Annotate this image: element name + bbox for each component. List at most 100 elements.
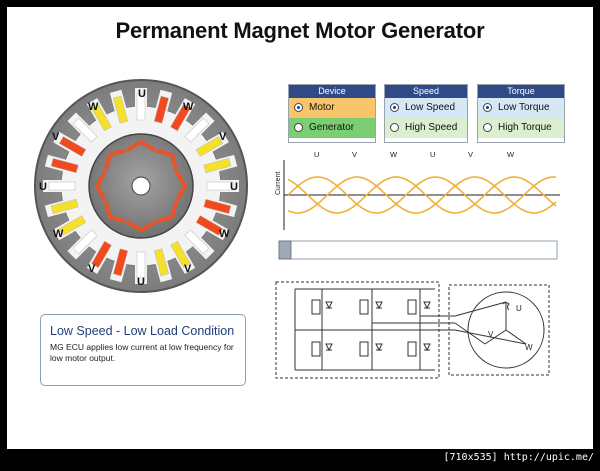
speed-panel-header: Speed <box>385 85 467 98</box>
motor-symbol-v: V <box>488 330 494 339</box>
stator-label-right-lower: U <box>230 181 238 193</box>
stator-coil <box>136 251 146 279</box>
phase-label-w2: W <box>507 150 515 159</box>
stator-slot <box>135 246 147 284</box>
stator-label-left-top2: U <box>39 181 47 193</box>
stator-label-bottom-left: V <box>88 263 96 275</box>
stator-label-right-upper: V <box>219 131 227 143</box>
phase-label-w1: W <box>390 150 398 159</box>
page-title: Permanent Magnet Motor Generator <box>115 18 485 43</box>
stator-slot <box>179 224 215 260</box>
rotor-shaft <box>131 176 151 196</box>
stator-coil <box>113 248 129 277</box>
stator-coil <box>184 229 210 255</box>
speed-option-high[interactable]: High Speed <box>385 118 467 138</box>
current-waveform: Current <box>275 160 560 230</box>
condition-title: Low Speed - Low Load Condition <box>50 324 235 338</box>
torque-option-low[interactable]: Low Torque <box>478 98 564 118</box>
stator-label-right-bottom2: W <box>219 228 230 240</box>
stator-label-bottom: U <box>137 276 145 288</box>
stator-slot <box>43 180 81 192</box>
radio-selected-icon[interactable] <box>294 103 303 112</box>
rotor-magnet <box>103 201 126 224</box>
stator-slot <box>109 242 132 283</box>
stator-slot <box>135 88 147 126</box>
stator-coil <box>184 117 210 143</box>
stator-slot <box>44 154 85 177</box>
stator-coil <box>203 158 232 174</box>
stator-label-top: U <box>138 88 146 100</box>
torque-panel-header: Torque <box>478 85 564 98</box>
stator-coil <box>91 240 112 269</box>
rotor-magnet <box>126 139 156 152</box>
waveform-phase-v <box>287 176 557 214</box>
device-option-generator-label: Generator <box>309 122 355 133</box>
stator-slot <box>86 98 117 138</box>
stator-slot <box>189 131 229 162</box>
torque-option-high-label: High Torque <box>498 122 552 133</box>
stator-slot <box>53 210 93 241</box>
stator-coil <box>72 229 98 255</box>
speed-option-low-label: Low Speed <box>405 102 456 113</box>
stator-coil <box>48 181 76 191</box>
stator-coil <box>58 215 87 236</box>
stator-coil <box>58 136 87 157</box>
condition-text: MG ECU applies low current at low freque… <box>50 342 234 363</box>
rotor-magnet <box>156 201 179 224</box>
device-option-motor-label: Motor <box>309 102 335 113</box>
rotor-magnet <box>94 171 107 201</box>
stator-coil <box>72 117 98 143</box>
stator-coil <box>113 95 129 124</box>
stator-label-top-right: W <box>183 101 194 113</box>
motor-symbol <box>448 284 550 376</box>
device-option-motor[interactable]: Motor <box>289 98 375 118</box>
stator-slot <box>165 98 196 138</box>
stator-slot <box>150 242 173 283</box>
speed-panel: Speed Low Speed High Speed <box>384 84 468 143</box>
rotor-magnets <box>94 139 188 233</box>
stator-label-top-left: W <box>88 101 99 113</box>
motor-symbol-u: U <box>516 304 522 313</box>
stator-slot <box>109 89 132 130</box>
stator-coil <box>170 240 191 269</box>
motor-symbol-circle <box>467 291 545 369</box>
stator-slot <box>201 180 239 192</box>
radio-unselected-icon[interactable] <box>294 123 303 132</box>
device-option-generator[interactable]: Generator <box>289 118 375 138</box>
radio-selected-icon[interactable] <box>483 103 492 112</box>
radio-selected-icon[interactable] <box>390 103 399 112</box>
stator-coil <box>91 103 112 132</box>
stator-coil <box>153 248 169 277</box>
torque-option-high[interactable]: High Torque <box>478 118 564 138</box>
waveform-phase-w <box>287 176 557 214</box>
speed-option-low[interactable]: Low Speed <box>385 98 467 118</box>
stator-slot <box>67 224 103 260</box>
rotor-magnet <box>103 148 126 171</box>
phase-label-v2: V <box>468 150 474 159</box>
radio-unselected-icon[interactable] <box>390 123 399 132</box>
motor-symbol-w: W <box>525 343 533 352</box>
stator-slot <box>197 154 238 177</box>
inverter-circuit <box>275 281 455 379</box>
rotor-magnet <box>126 220 156 233</box>
current-axis-label: Current <box>275 172 282 195</box>
rotor-magnet <box>175 171 188 201</box>
stator-label-left-lower: W <box>53 228 64 240</box>
rotor-magnet <box>156 148 179 171</box>
phase-label-v1: V <box>352 150 358 159</box>
condition-box: Low Speed - Low Load Condition MG ECU ap… <box>40 314 246 386</box>
image-host-footer: [710x535] http://upic.me/ <box>443 452 594 463</box>
stator-coil <box>195 215 224 236</box>
stator-slots <box>43 88 239 284</box>
stator-coil <box>203 198 232 214</box>
stator-coil <box>170 103 191 132</box>
stator-slot <box>189 210 229 241</box>
stator-slot <box>150 89 173 130</box>
stator-coil <box>206 181 234 191</box>
waveform-phase-u <box>287 176 557 214</box>
radio-unselected-icon[interactable] <box>483 123 492 132</box>
stator-slot <box>86 234 117 274</box>
torque-option-low-label: Low Torque <box>498 102 550 113</box>
progress-handle <box>278 240 292 260</box>
